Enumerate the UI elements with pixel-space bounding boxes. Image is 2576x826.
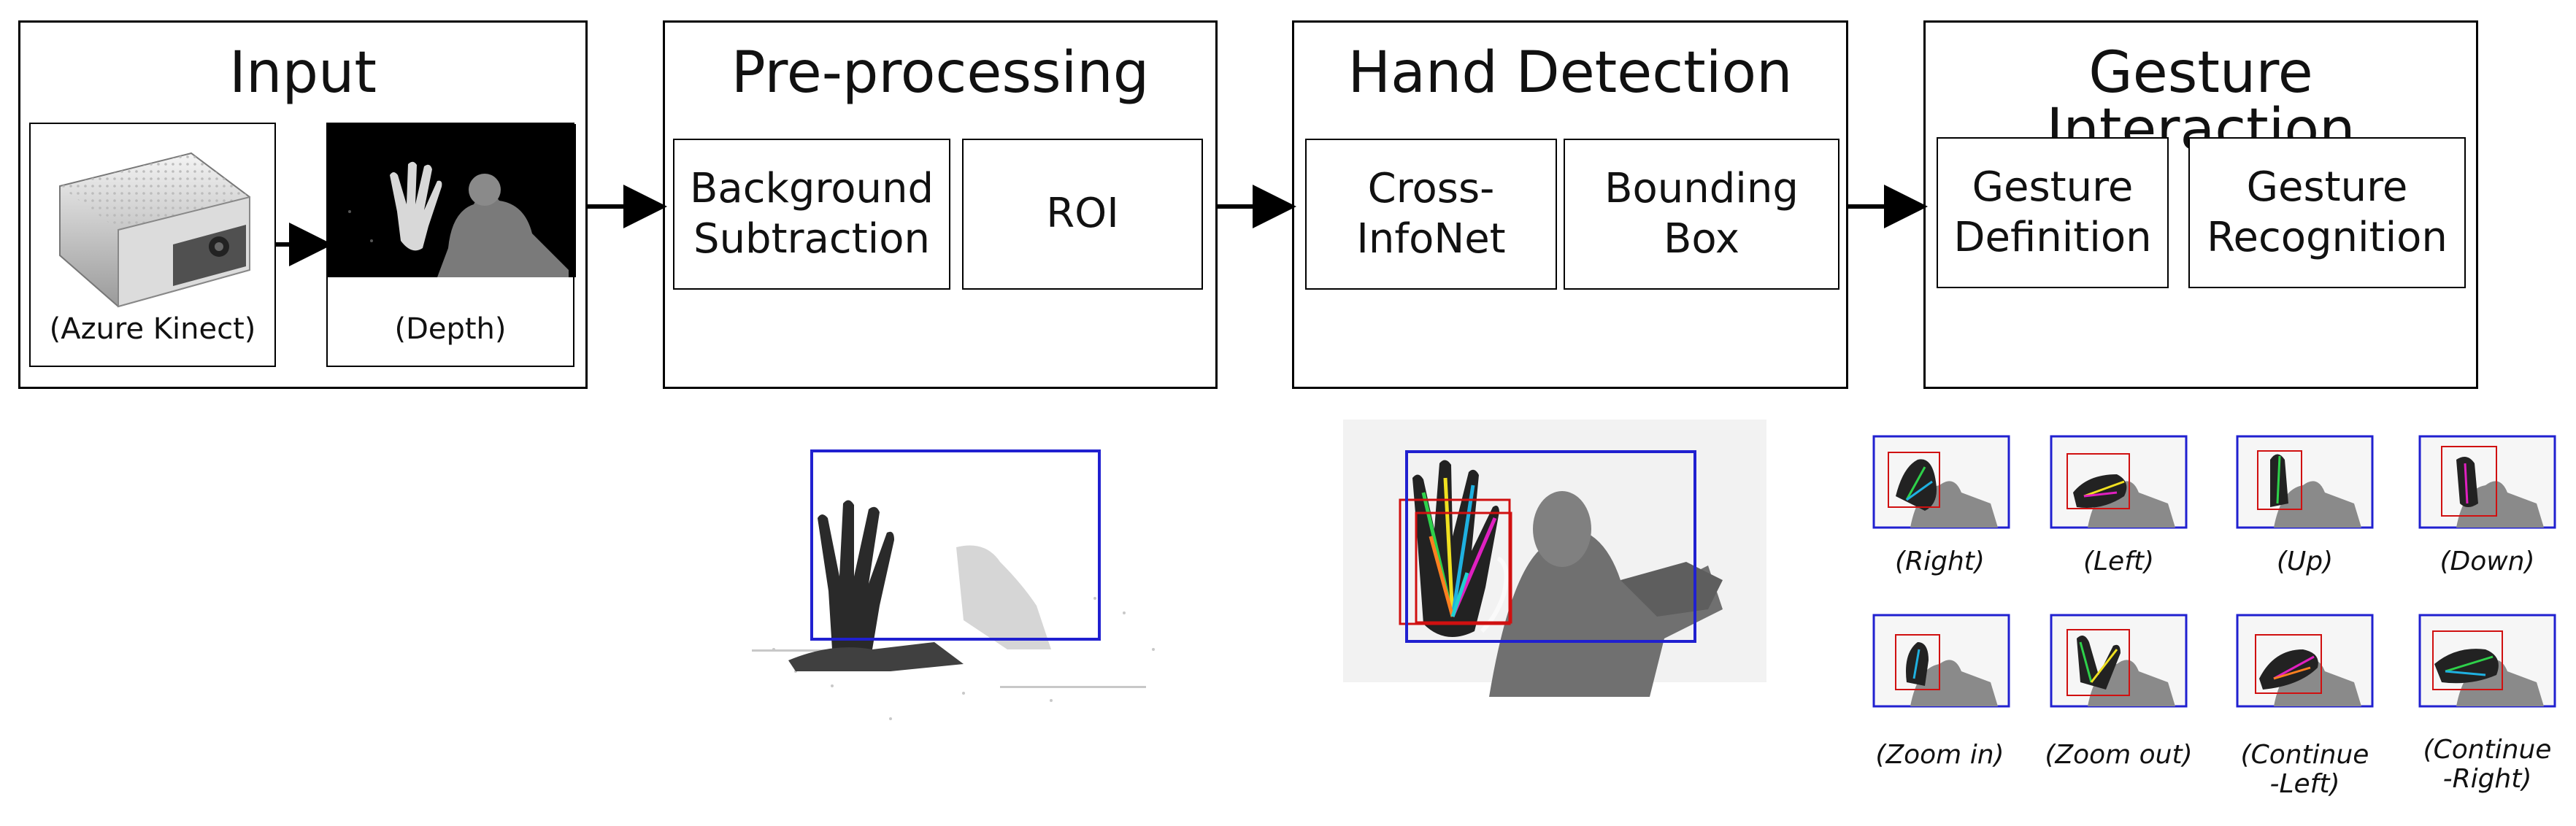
depth-caption: (Depth) [394,312,507,346]
gesture-caption-up: (Up) [2276,547,2334,576]
gesture-caption-right: (Right) [1895,547,1985,576]
gesture-recognition-box: Gesture Recognition [2188,137,2466,288]
preprocessing-illustration [752,449,1155,720]
hand-region-box [1399,498,1511,625]
gesture-thumbnail-continue-left [2236,614,2374,708]
stage-title: Input [229,40,377,106]
gesture-caption-continue-right: (Continue -Right) [2423,735,2552,794]
kinect-caption: (Azure Kinect) [49,312,256,346]
gesture-thumbnail-up [2236,435,2374,529]
gesture-caption-down: (Down) [2439,547,2535,576]
bounding-box-box: Bounding Box [1564,139,1839,290]
depth-image [328,124,576,277]
stage-title: Pre-processing [731,40,1150,106]
gesture-thumbnail-right [1872,435,2010,529]
gesture-caption-zoom-out: (Zoom out) [2045,740,2193,770]
gesture-thumbnail-left [2050,435,2188,529]
gesture-thumbnail-down [2418,435,2556,529]
stage-title: Hand Detection [1347,40,1793,106]
gesture-caption-left: (Left) [2083,547,2155,576]
gesture-grid: (Right) (Left) (Up) (Down) [1865,431,2566,810]
hand-detection-illustration [1343,420,1766,697]
cross-infonet-box: Cross- InfoNet [1305,139,1557,290]
azure-kinect-panel: (Azure Kinect) [29,123,276,367]
azure-kinect-icon [59,152,250,308]
detection-bounding-box [1405,450,1696,643]
depth-panel: (Depth) [326,123,576,367]
gesture-thumbnail-continue-right [2418,614,2556,708]
gesture-caption-zoom-in: (Zoom in) [1875,740,2004,770]
roi-bounding-box [810,449,1101,641]
roi-box: ROI [962,139,1203,290]
gesture-definition-box: Gesture Definition [1937,137,2169,288]
gesture-thumbnail-zoom-in [1872,614,2010,708]
background-subtraction-box: Background Subtraction [673,139,950,290]
gesture-thumbnail-zoom-out [2050,614,2188,708]
gesture-caption-continue-left: (Continue -Left) [2240,740,2369,799]
